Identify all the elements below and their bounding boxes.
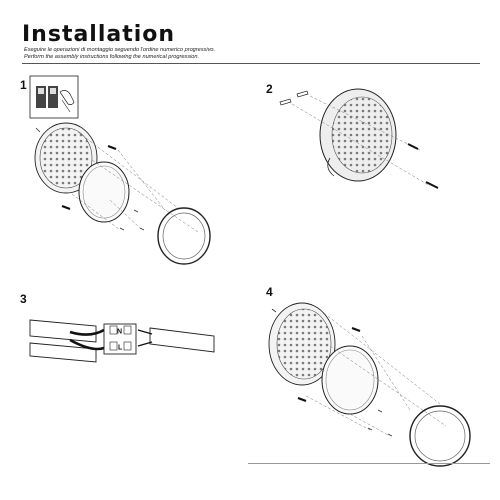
led-base-plate-large-icon — [319, 88, 397, 182]
step-1-number: 1 — [20, 78, 27, 92]
instruction-italian: Eseguire le operazioni di montaggio segu… — [24, 47, 216, 53]
diffuser-icon — [78, 161, 130, 223]
step-4-diagram — [268, 302, 471, 467]
footer-divider — [248, 463, 490, 464]
step-3-number: 3 — [20, 292, 27, 306]
terminal-block-icon — [103, 323, 137, 355]
step-4-number: 4 — [266, 285, 273, 299]
instruction-english: Perform the assembly instructions follow… — [24, 54, 200, 60]
led-base-plate-installed-icon — [268, 302, 336, 386]
step-2-diagram — [279, 88, 439, 189]
header-divider — [22, 63, 480, 64]
circuit-breaker-icon — [29, 75, 79, 119]
step-1-diagram — [29, 75, 211, 265]
cover-ring-installed-icon — [409, 405, 471, 467]
diffuser-installed-icon — [321, 345, 379, 415]
wall-plug-icon — [279, 90, 309, 106]
step-3-diagram: N L — [29, 319, 215, 363]
terminal-live-label: L — [118, 345, 123, 352]
cover-ring-icon — [157, 207, 211, 265]
page-title: Installation — [22, 22, 176, 47]
led-base-plate-icon — [34, 122, 98, 194]
step-2-number: 2 — [266, 82, 273, 96]
terminal-neutral-label: N — [117, 329, 122, 336]
